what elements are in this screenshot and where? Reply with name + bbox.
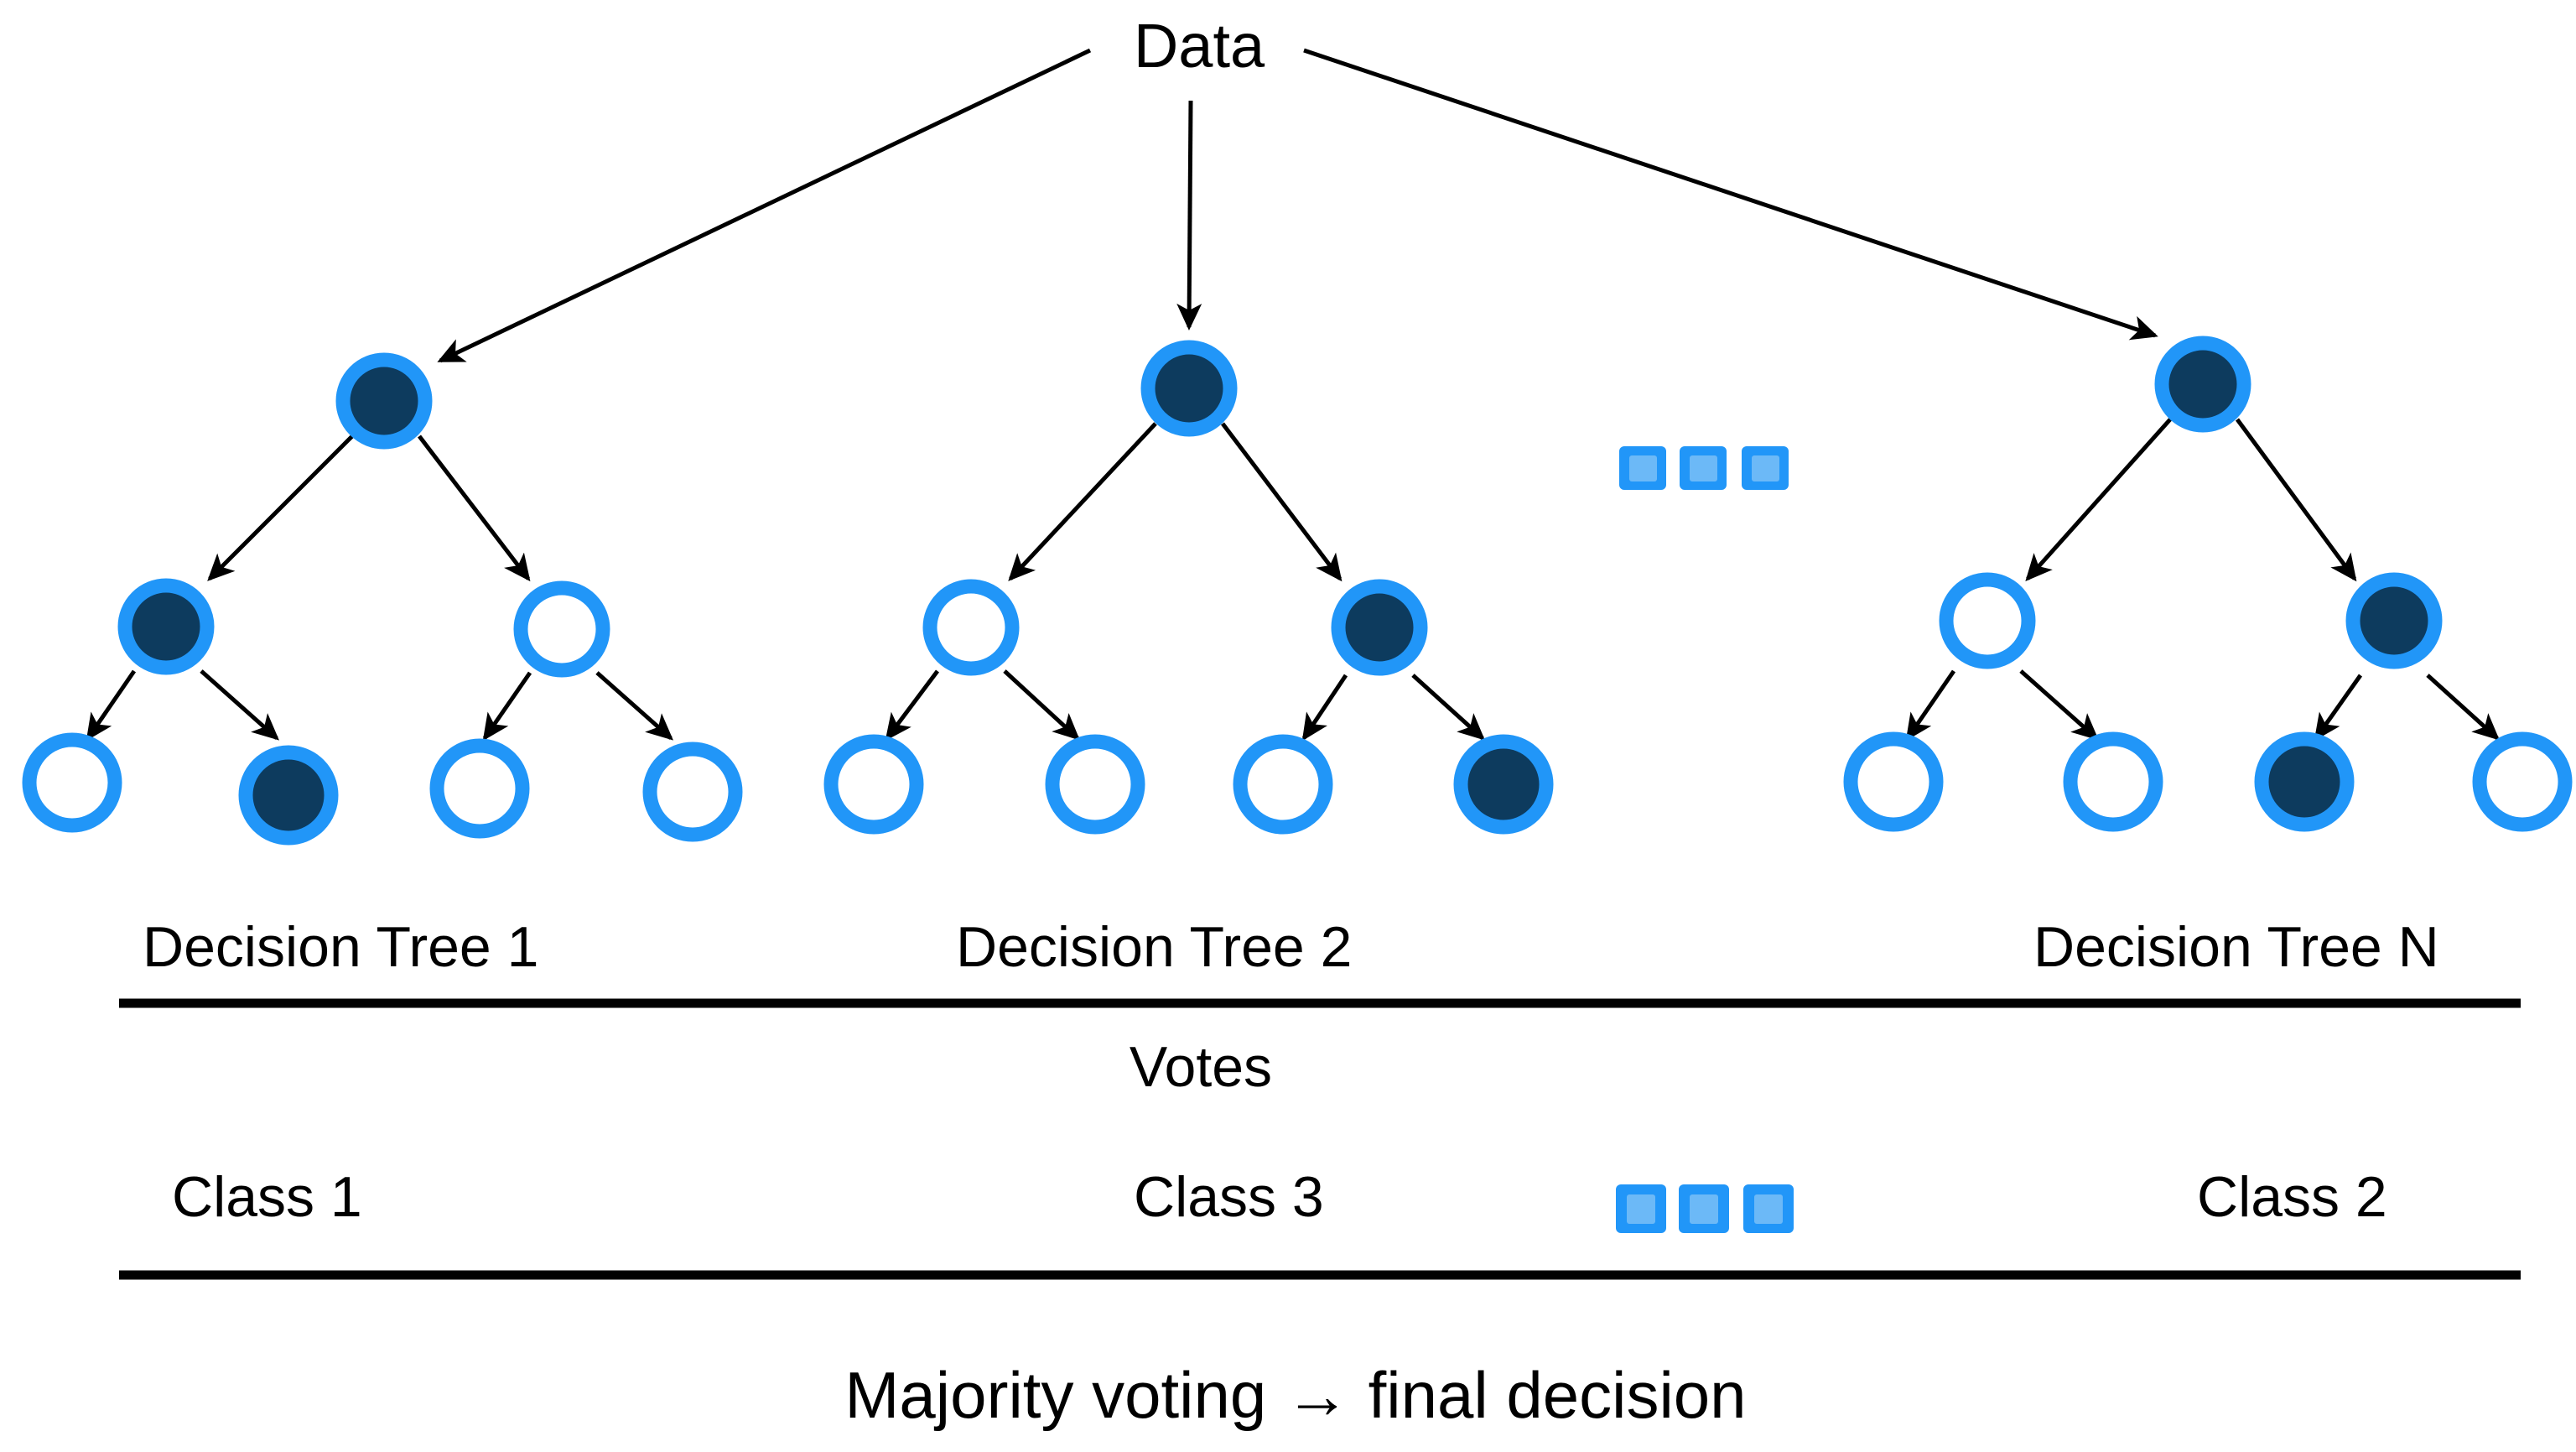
arrow-data-to-treeN — [1303, 48, 2158, 341]
decision-tree-n — [1843, 336, 2573, 832]
ellipsis-square — [1619, 446, 1666, 490]
tree-n-name-label: Decision Tree N — [2033, 915, 2439, 979]
tree1-edge-l2b-left — [482, 671, 532, 742]
tree2-edge-l2a-left — [885, 669, 939, 742]
data-to-tree-arrows — [437, 48, 2158, 363]
treeN-node-l2-left[interactable] — [1939, 572, 2036, 669]
treeN-leaf-1[interactable] — [1843, 731, 1944, 832]
treeN-edge-l2b-right — [2426, 674, 2500, 741]
treeN-edge-l2a-left — [1905, 669, 1956, 742]
tree2-leaf-3[interactable] — [1233, 734, 1333, 835]
treeN-root-node[interactable] — [2154, 336, 2251, 433]
tree-n-vote-label: Class 2 — [2197, 1165, 2387, 1229]
votes-label: Votes — [1130, 1035, 1272, 1099]
tree1-edge-l2b-right — [595, 671, 673, 741]
tree2-leaf-1[interactable] — [823, 734, 924, 835]
tree1-leaf-4[interactable] — [642, 742, 743, 842]
tree2-edge-root-left — [1008, 422, 1157, 581]
final-decision-label: Majority voting → final decision — [844, 1358, 1746, 1432]
treeN-edge-root-right — [2235, 418, 2357, 582]
tree1-node-l2-right[interactable] — [513, 580, 610, 678]
ellipsis-square — [1743, 1184, 1794, 1233]
treeN-leaf-4[interactable] — [2472, 731, 2573, 832]
tree1-edge-l2a-right — [200, 669, 279, 741]
tree1-root-node[interactable] — [335, 352, 433, 450]
ellipsis-square — [1742, 446, 1789, 490]
treeN-edge-l2b-left — [2314, 674, 2363, 742]
tree-1-name-label: Decision Tree 1 — [143, 915, 538, 979]
decision-tree-2 — [823, 340, 1554, 835]
tree1-leaf-2[interactable] — [238, 745, 339, 846]
tree2-node-l2-right[interactable] — [1331, 579, 1428, 676]
tree2-leaf-4[interactable] — [1453, 734, 1554, 835]
trees-ellipsis-group — [1619, 446, 1789, 490]
tree-1-vote-label: Class 1 — [172, 1165, 362, 1229]
tree1-leaf-3[interactable] — [429, 738, 530, 839]
tree-2-name-label: Decision Tree 2 — [956, 915, 1352, 979]
data-source-label: Data — [1134, 11, 1265, 81]
tree1-edge-root-left — [207, 435, 354, 581]
tree1-node-l2-left[interactable] — [117, 578, 215, 675]
treeN-node-l2-right[interactable] — [2345, 572, 2443, 669]
treeN-edge-root-left — [2025, 418, 2172, 581]
tree1-edge-root-right — [418, 435, 531, 582]
arrow-data-to-tree1 — [437, 48, 1092, 363]
treeN-leaf-3[interactable] — [2254, 731, 2355, 832]
tree1-leaf-1[interactable] — [22, 732, 122, 833]
votes-ellipsis-group — [1616, 1184, 1794, 1233]
ellipsis-square — [1616, 1184, 1666, 1233]
tree2-edge-l2b-right — [1411, 674, 1485, 741]
tree2-node-l2-left[interactable] — [922, 579, 1020, 676]
tree2-leaf-2[interactable] — [1045, 734, 1145, 835]
ellipsis-square — [1680, 446, 1727, 490]
tree2-edge-l2b-left — [1301, 674, 1348, 742]
tree2-edge-root-right — [1221, 422, 1343, 582]
ellipsis-square — [1679, 1184, 1729, 1233]
tree1-edge-l2a-left — [86, 669, 137, 742]
treeN-leaf-2[interactable] — [2063, 731, 2163, 832]
decision-tree-1 — [22, 352, 743, 846]
arrow-data-to-tree2 — [1176, 100, 1202, 330]
tree-2-vote-label: Class 3 — [1134, 1165, 1324, 1229]
treeN-edge-l2a-right — [2019, 669, 2099, 741]
tree2-edge-l2a-right — [1003, 669, 1080, 741]
tree2-root-node[interactable] — [1140, 340, 1238, 437]
